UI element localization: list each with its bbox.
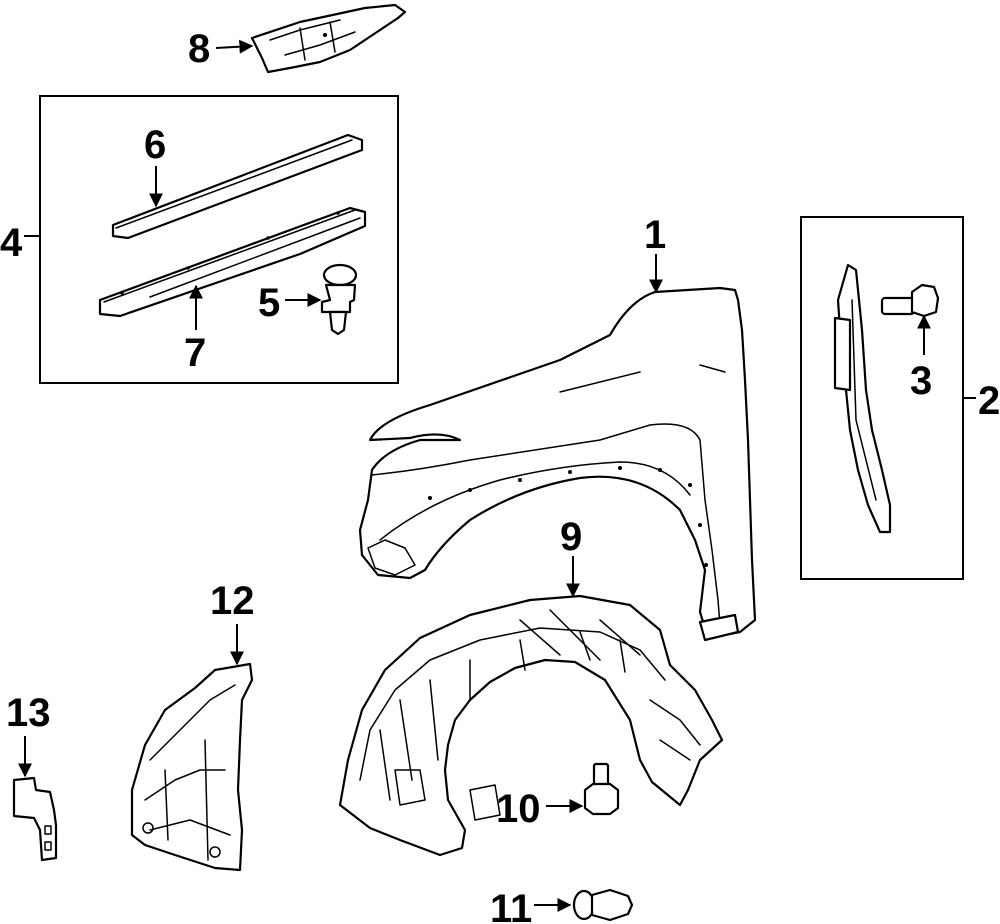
- callout-11: 11: [490, 887, 532, 924]
- callout-4: 4: [0, 221, 23, 265]
- callout-6: 6: [144, 123, 166, 167]
- part-5-clip: [320, 263, 358, 336]
- part-7-protector: [98, 206, 367, 318]
- part-1-fender: [358, 286, 757, 642]
- part-11-clip: [572, 888, 634, 922]
- part-12-shield: [130, 662, 254, 872]
- callout-13: 13: [6, 691, 51, 735]
- callout-7: 7: [184, 331, 206, 375]
- part-8-bracket: [250, 3, 407, 74]
- callout-10: 10: [496, 787, 541, 831]
- part-13-bracket: [12, 776, 58, 862]
- part-3-bolt: [880, 283, 940, 318]
- callout-9: 9: [560, 515, 582, 559]
- callout-1: 1: [644, 213, 666, 257]
- part-9-liner: [338, 594, 724, 857]
- callout-2: 2: [978, 379, 1000, 423]
- leader-8: [215, 39, 254, 54]
- part-10-bolt: [583, 762, 620, 816]
- group-box-4: [39, 95, 399, 384]
- callout-5: 5: [258, 281, 280, 325]
- callout-8: 8: [188, 27, 210, 71]
- part-6-seal: [111, 133, 364, 240]
- callout-3: 3: [910, 359, 932, 403]
- callout-12: 12: [210, 579, 255, 623]
- part-2-seal: [833, 263, 892, 534]
